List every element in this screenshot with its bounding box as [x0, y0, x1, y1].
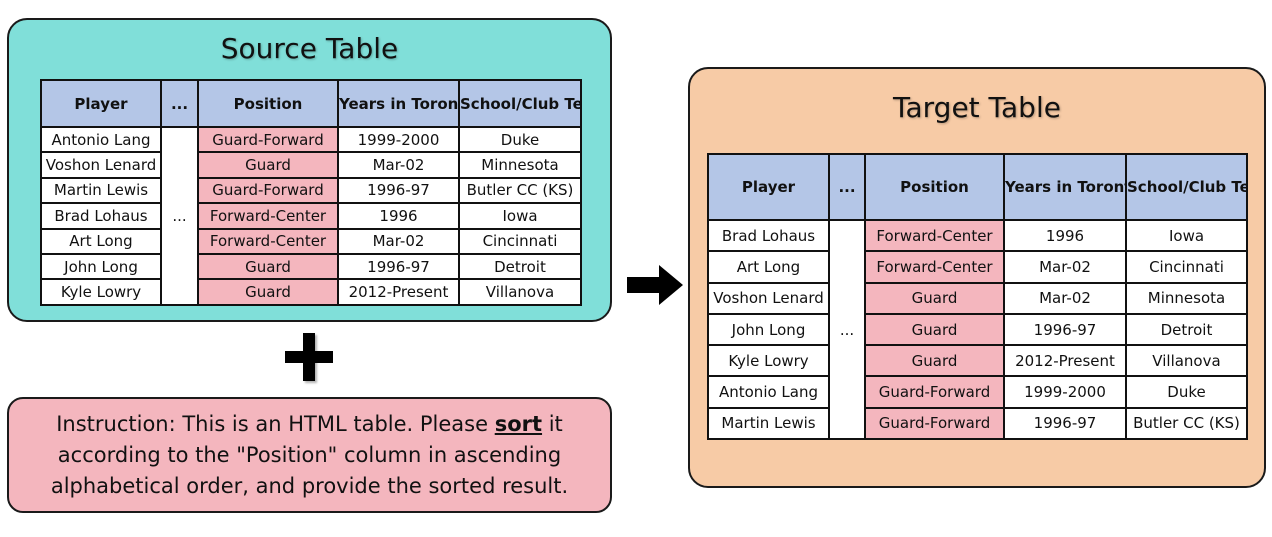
years-cell: 1996-97	[337, 176, 460, 205]
school-cell: Cincinnati	[458, 227, 582, 255]
column-header: Position	[197, 79, 339, 128]
ellipsis-cell: ...	[160, 126, 199, 306]
position-cell: Forward-Center	[864, 218, 1005, 253]
ellipsis-cell: ...	[828, 218, 866, 441]
column-header: ...	[828, 153, 866, 221]
position-cell: Guard-Forward	[864, 406, 1005, 441]
position-cell: Forward-Center	[197, 227, 339, 255]
plus-icon	[285, 333, 333, 381]
instruction-text: Instruction: This is an HTML table. Plea…	[50, 411, 569, 498]
position-cell: Forward-Center	[197, 202, 339, 230]
school-cell: Villanova	[458, 278, 582, 306]
years-cell: Mar-02	[1003, 250, 1127, 284]
position-cell: Guard	[864, 312, 1005, 347]
source-title: Source Table	[220, 32, 399, 65]
years-cell: 1996	[1003, 218, 1127, 253]
player-cell: Art Long	[40, 227, 162, 255]
position-cell: Guard-Forward	[197, 176, 339, 205]
years-cell: 2012-Present	[1003, 344, 1127, 378]
right-arrow-icon	[627, 265, 683, 305]
instruction-box: Instruction: This is an HTML table. Plea…	[7, 397, 612, 513]
target-title: Target Table	[893, 91, 1061, 124]
player-cell: Kyle Lowry	[40, 278, 162, 306]
school-cell: Butler CC (KS)	[458, 176, 582, 205]
player-cell: Voshon Lenard	[707, 281, 830, 315]
position-cell: Guard	[864, 344, 1005, 378]
player-cell: Art Long	[707, 250, 830, 284]
position-cell: Guard	[197, 252, 339, 281]
player-cell: Antonio Lang	[40, 125, 162, 154]
school-cell: Duke	[1125, 375, 1248, 409]
player-cell: Brad Lohaus	[40, 202, 162, 230]
position-cell: Guard	[197, 278, 339, 306]
position-cell: Forward-Center	[864, 250, 1005, 284]
school-cell: Butler CC (KS)	[1125, 406, 1248, 441]
school-cell: Minnesota	[458, 151, 582, 179]
years-cell: 1996-97	[1003, 312, 1127, 347]
years-cell: 1996-97	[337, 252, 460, 281]
school-cell: Iowa	[458, 202, 582, 230]
column-header: School/Club Team	[458, 79, 582, 128]
column-header: Position	[864, 153, 1005, 221]
player-cell: Brad Lohaus	[707, 218, 830, 253]
player-cell: Martin Lewis	[40, 176, 162, 205]
years-cell: 1999-2000	[1003, 375, 1127, 409]
school-cell: Minnesota	[1125, 281, 1248, 315]
player-cell: Antonio Lang	[707, 375, 830, 409]
school-cell: Cincinnati	[1125, 250, 1248, 284]
player-cell: Voshon Lenard	[40, 151, 162, 179]
years-cell: Mar-02	[337, 227, 460, 255]
years-cell: 1999-2000	[337, 125, 460, 154]
player-cell: Kyle Lowry	[707, 344, 830, 378]
years-cell: Mar-02	[1003, 281, 1127, 315]
instruction-keyword: sort	[494, 411, 543, 436]
school-cell: Detroit	[458, 252, 582, 281]
school-cell: Villanova	[1125, 344, 1248, 378]
years-cell: 2012-Present	[337, 278, 460, 306]
player-cell: Martin Lewis	[707, 406, 830, 441]
column-header: Years in Toronto	[337, 79, 460, 128]
years-cell: 1996-97	[1003, 406, 1127, 441]
position-cell: Guard-Forward	[197, 125, 339, 154]
column-header: Years in Toronto	[1003, 153, 1127, 221]
column-header: Player	[40, 79, 162, 128]
years-cell: Mar-02	[337, 151, 460, 179]
column-header: School/Club Team	[1125, 153, 1248, 221]
position-cell: Guard	[197, 151, 339, 179]
position-cell: Guard-Forward	[864, 375, 1005, 409]
school-cell: Iowa	[1125, 218, 1248, 253]
position-cell: Guard	[864, 281, 1005, 315]
player-cell: John Long	[707, 312, 830, 347]
school-cell: Detroit	[1125, 312, 1248, 347]
column-header: ...	[160, 79, 199, 128]
years-cell: 1996	[337, 202, 460, 230]
school-cell: Duke	[458, 125, 582, 154]
column-header: Player	[707, 153, 830, 221]
player-cell: John Long	[40, 252, 162, 281]
